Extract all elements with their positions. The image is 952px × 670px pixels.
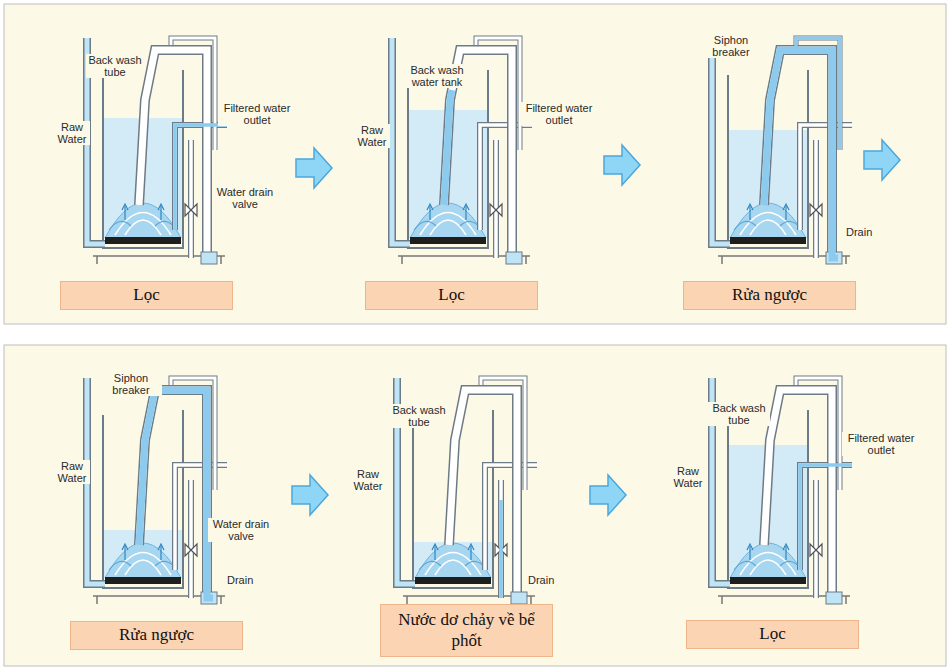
part-label: Raw Water: [670, 465, 706, 489]
part-label: Raw Water: [54, 460, 90, 484]
part-label: Back wash tube: [708, 402, 770, 426]
part-label: Drain: [226, 574, 254, 586]
caption-box: Nước dơ chảy về bể phốt: [380, 604, 553, 657]
part-label: Filtered water outlet: [520, 102, 598, 126]
caption-box: Lọc: [365, 281, 538, 310]
part-label: Siphon breaker: [100, 372, 162, 396]
part-label: Raw Water: [350, 468, 386, 492]
caption-text: Lọc: [755, 622, 789, 646]
caption-text: Lọc: [434, 283, 468, 307]
caption-box: Rửa ngược: [683, 281, 856, 310]
part-label: Water drain valve: [208, 518, 274, 542]
part-label: Drain: [845, 226, 873, 238]
part-label: Filtered water outlet: [842, 432, 920, 456]
part-label: Siphon breaker: [700, 34, 762, 58]
part-label: Raw Water: [354, 124, 390, 148]
caption-text: Rửa ngược: [115, 623, 198, 647]
caption-text: Rửa ngược: [728, 283, 811, 307]
part-label: Filtered water outlet: [218, 102, 296, 126]
caption-box: Lọc: [60, 281, 233, 310]
part-label: Raw Water: [54, 121, 90, 145]
caption-box: Rửa ngược: [70, 621, 243, 650]
part-label: Back wash tube: [388, 404, 450, 428]
part-label: Drain: [527, 574, 555, 586]
caption-text: Lọc: [129, 283, 163, 307]
part-label: Water drain valve: [212, 186, 278, 210]
part-label: Back wash water tank: [400, 64, 474, 88]
caption-text: Nước dơ chảy về bể phốt: [381, 608, 552, 653]
caption-box: Lọc: [686, 620, 859, 649]
part-label: Back wash tube: [86, 54, 144, 78]
